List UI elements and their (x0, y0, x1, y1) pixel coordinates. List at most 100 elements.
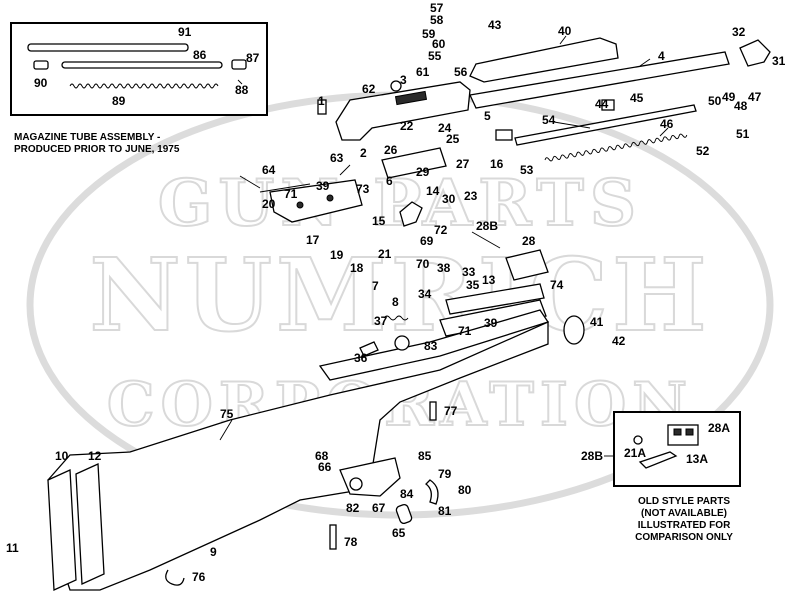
label-part-8: 40 (558, 24, 572, 38)
label-part-61: 34 (418, 287, 432, 301)
label-part-32: 53 (520, 163, 534, 177)
label-part-35: 27 (456, 157, 470, 171)
label-86: 86 (193, 48, 207, 62)
trigger (425, 479, 439, 505)
pin-1 (317, 99, 327, 115)
label-90: 90 (34, 76, 48, 90)
watermark-line2: NUMRICH (89, 236, 710, 354)
label-part-42: 73 (356, 182, 370, 196)
label-part-17: 50 (708, 94, 722, 108)
label-part-3: 59 (422, 27, 436, 41)
label-13a: 13A (686, 452, 708, 466)
label-part-85: 9 (210, 545, 217, 559)
label-part-84: 11 (6, 541, 19, 555)
magazine-spring-main (544, 133, 688, 162)
label-part-46: 15 (372, 214, 386, 228)
label-part-75: 68 (315, 449, 329, 463)
old-style-note-line4: COMPARISON ONLY (635, 532, 733, 543)
label-part-16: 45 (630, 91, 644, 105)
label-part-23: 22 (400, 119, 414, 133)
label-part-54: 70 (416, 257, 430, 271)
magazine-tube-note-line1: MAGAZINE TUBE ASSEMBLY - (14, 132, 161, 143)
screw-3 (390, 80, 402, 92)
feed-plate (439, 299, 547, 337)
front-sight (739, 39, 771, 67)
label-part-76: 66 (318, 460, 332, 474)
label-part-64: 41 (590, 315, 604, 329)
label-part-18: 49 (722, 90, 736, 104)
label-part-36: 29 (416, 165, 430, 179)
pin-64 (259, 183, 311, 193)
hammer (399, 201, 423, 227)
label-part-41: 20 (262, 197, 276, 211)
label-part-43: 14 (426, 184, 440, 198)
forend (318, 309, 550, 381)
label-part-6: 61 (416, 65, 430, 79)
label-part-72: 10 (55, 449, 69, 463)
inset-old-style-frame (613, 411, 741, 487)
part-44 (601, 99, 615, 111)
spring-37 (383, 315, 409, 321)
label-part-30: 16 (490, 157, 504, 171)
label-part-19: 48 (734, 99, 748, 113)
leader-lines (219, 35, 669, 441)
label-28b-callout: 28B (581, 449, 603, 463)
label-part-56: 33 (462, 265, 476, 279)
label-91: 91 (178, 25, 192, 39)
label-part-2: 43 (488, 18, 502, 32)
sling-swivel (165, 569, 185, 586)
label-part-14: 1 (318, 94, 325, 108)
label-part-49: 21 (378, 247, 392, 261)
label-part-15: 44 (595, 97, 609, 111)
label-part-39: 71 (284, 187, 298, 201)
butt-plate-spacer (75, 463, 105, 585)
label-part-78: 80 (458, 483, 472, 497)
magazine-spring (69, 83, 219, 89)
label-part-63: 37 (374, 314, 388, 328)
label-part-82: 81 (438, 504, 452, 518)
trigger-guard-screw (329, 524, 337, 550)
magazine-pin (237, 79, 243, 85)
label-part-34: 63 (330, 151, 344, 165)
label-part-52: 18 (350, 261, 364, 275)
label-part-65: 71 (458, 324, 472, 338)
label-part-60: 74 (550, 278, 564, 292)
label-part-11: 31 (772, 54, 786, 68)
label-part-48: 17 (306, 233, 320, 247)
inner-magazine-tube (514, 104, 697, 146)
old-style-note-line3: ILLUSTRATED FOR (637, 520, 731, 531)
label-part-58: 13 (482, 273, 496, 287)
label-part-37: 6 (386, 174, 393, 188)
barrel-band (563, 315, 585, 345)
label-part-26: 2 (360, 146, 367, 160)
label-part-70: 77 (444, 404, 458, 418)
magazine-outer-tube (27, 43, 189, 52)
label-part-5: 55 (428, 49, 442, 63)
magazine-inner-tube (61, 61, 223, 69)
label-part-45: 28B (476, 219, 498, 233)
old-style-note: OLD STYLE PARTS (NOT AVAILABLE) ILLUSTRA… (628, 496, 740, 544)
label-part-1: 58 (430, 13, 444, 27)
part-36 (359, 341, 379, 357)
butt-plate (47, 469, 77, 591)
old-style-note-line1: OLD STYLE PARTS (637, 496, 731, 507)
rifle-parts (47, 37, 771, 591)
stock (47, 320, 549, 591)
label-part-50: 69 (420, 234, 434, 248)
label-part-77: 79 (438, 467, 452, 481)
magazine-tube-note: MAGAZINE TUBE ASSEMBLY - PRODUCED PRIOR … (14, 132, 179, 156)
label-part-27: 26 (384, 143, 398, 157)
label-part-71: 75 (220, 407, 234, 421)
old-style-note-line2: (NOT AVAILABLE) (641, 508, 727, 519)
magazine-tube-note-line2: PRODUCED PRIOR TO JUNE, 1975 (14, 144, 180, 155)
feed-lever (445, 283, 545, 315)
barrel (469, 51, 730, 109)
label-part-33: 64 (262, 163, 276, 177)
label-part-55: 38 (437, 261, 451, 275)
label-part-21: 51 (736, 127, 750, 141)
label-part-22: 5 (484, 109, 491, 123)
label-part-51: 19 (330, 248, 344, 262)
part-16 (495, 129, 513, 141)
label-part-80: 82 (346, 501, 360, 515)
